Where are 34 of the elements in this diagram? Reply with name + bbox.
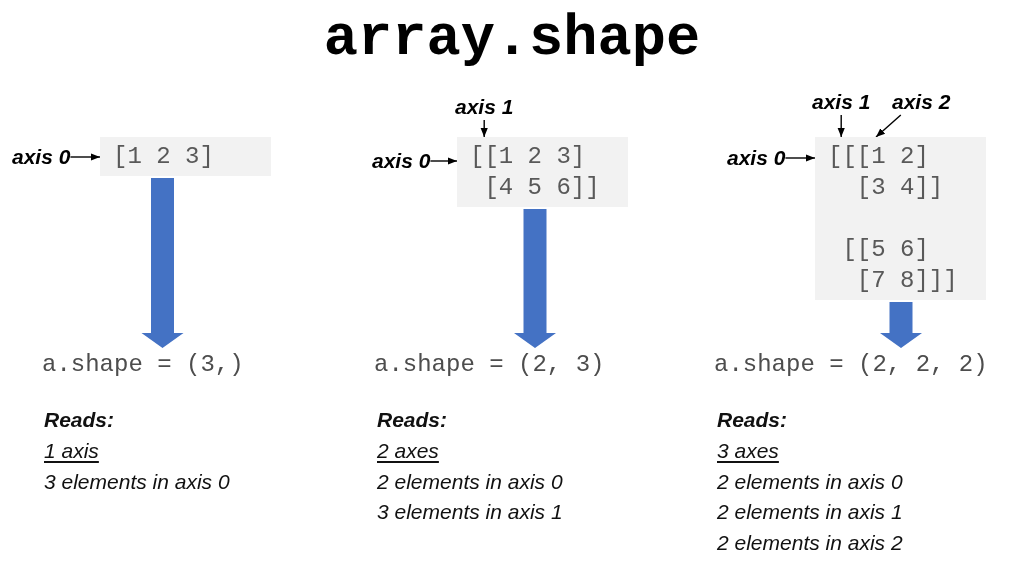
reads-heading: Reads: bbox=[377, 407, 448, 433]
code-block: [1 2 3] bbox=[100, 137, 271, 176]
arrow bbox=[837, 114, 845, 138]
arrow bbox=[480, 119, 488, 138]
element-count-text: 2 elements in axis 0 bbox=[377, 468, 563, 495]
element-count-text: 2 elements in axis 2 bbox=[717, 530, 903, 557]
arrow bbox=[875, 114, 902, 138]
axis-label: axis 1 bbox=[455, 94, 514, 120]
block-arrow bbox=[880, 302, 922, 348]
title: array.shape bbox=[323, 8, 701, 70]
axis-count-text: 1 axis bbox=[44, 437, 99, 464]
arrow bbox=[784, 154, 816, 162]
code-text: a.shape = (3,) bbox=[42, 350, 244, 380]
code-block: [[1 2 3] [4 5 6]] bbox=[457, 137, 628, 207]
code-text: a.shape = (2, 3) bbox=[374, 350, 605, 380]
axis-count-text: 2 axes bbox=[377, 437, 439, 464]
element-count-text: 2 elements in axis 0 bbox=[717, 468, 903, 495]
element-count-text: 3 elements in axis 0 bbox=[44, 468, 230, 495]
axis-count-text: 3 axes bbox=[717, 437, 779, 464]
axis-label: axis 0 bbox=[12, 144, 71, 170]
element-count-text: 2 elements in axis 1 bbox=[717, 499, 903, 526]
axis-label: axis 0 bbox=[727, 145, 786, 171]
axis-label: axis 1 bbox=[812, 89, 871, 115]
reads-heading: Reads: bbox=[717, 407, 788, 433]
code-block: [[[1 2] [3 4]] [[5 6] [7 8]]] bbox=[815, 137, 986, 300]
axis-label: axis 2 bbox=[892, 89, 951, 115]
arrow bbox=[429, 157, 458, 165]
block-arrow bbox=[514, 209, 556, 348]
arrow bbox=[69, 153, 101, 161]
axis-label: axis 0 bbox=[372, 148, 431, 174]
reads-heading: Reads: bbox=[44, 407, 115, 433]
block-arrow bbox=[141, 178, 184, 348]
code-text: a.shape = (2, 2, 2) bbox=[714, 350, 988, 380]
element-count-text: 3 elements in axis 1 bbox=[377, 499, 563, 526]
